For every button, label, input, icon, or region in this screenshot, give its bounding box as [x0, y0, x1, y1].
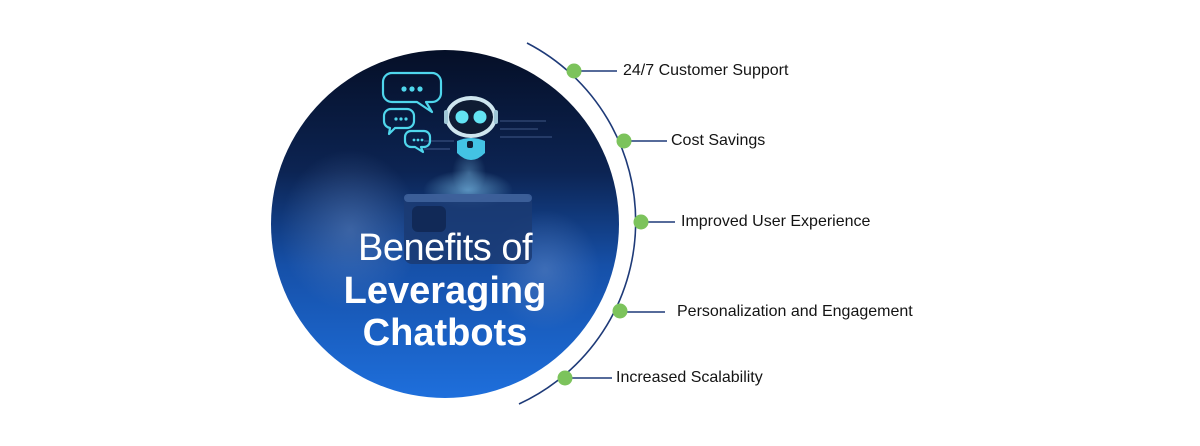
- title-line-1: Benefits of: [357, 227, 533, 269]
- hand-silhouette: [280, 150, 420, 310]
- benefit-dot-4: [612, 303, 628, 319]
- title-line-3: Chatbots: [362, 312, 528, 354]
- benefit-label-cost-savings: Cost Savings: [671, 132, 766, 149]
- benefit-label-user-experience: Improved User Experience: [681, 213, 871, 230]
- benefit-label-scalability: Increased Scalability: [616, 369, 763, 386]
- connector-lines: [571, 70, 675, 379]
- diagram-title: Benefits of Leveraging Chatbots: [300, 226, 590, 354]
- benefit-label-customer-support: 24/7 Customer Support: [623, 62, 789, 79]
- benefit-dot-1: [566, 63, 582, 79]
- benefit-dot-3: [633, 214, 649, 230]
- chat-bubbles-icon: [381, 71, 443, 154]
- benefit-dot-5: [557, 370, 573, 386]
- robot-icon: [444, 96, 498, 160]
- hero-circle: [271, 50, 619, 398]
- title-line-2: Leveraging: [343, 270, 547, 312]
- smartphone-icon: [404, 194, 532, 264]
- benefit-dot-2: [616, 133, 632, 149]
- benefit-label-personalization: Personalization and Engagement: [677, 303, 913, 320]
